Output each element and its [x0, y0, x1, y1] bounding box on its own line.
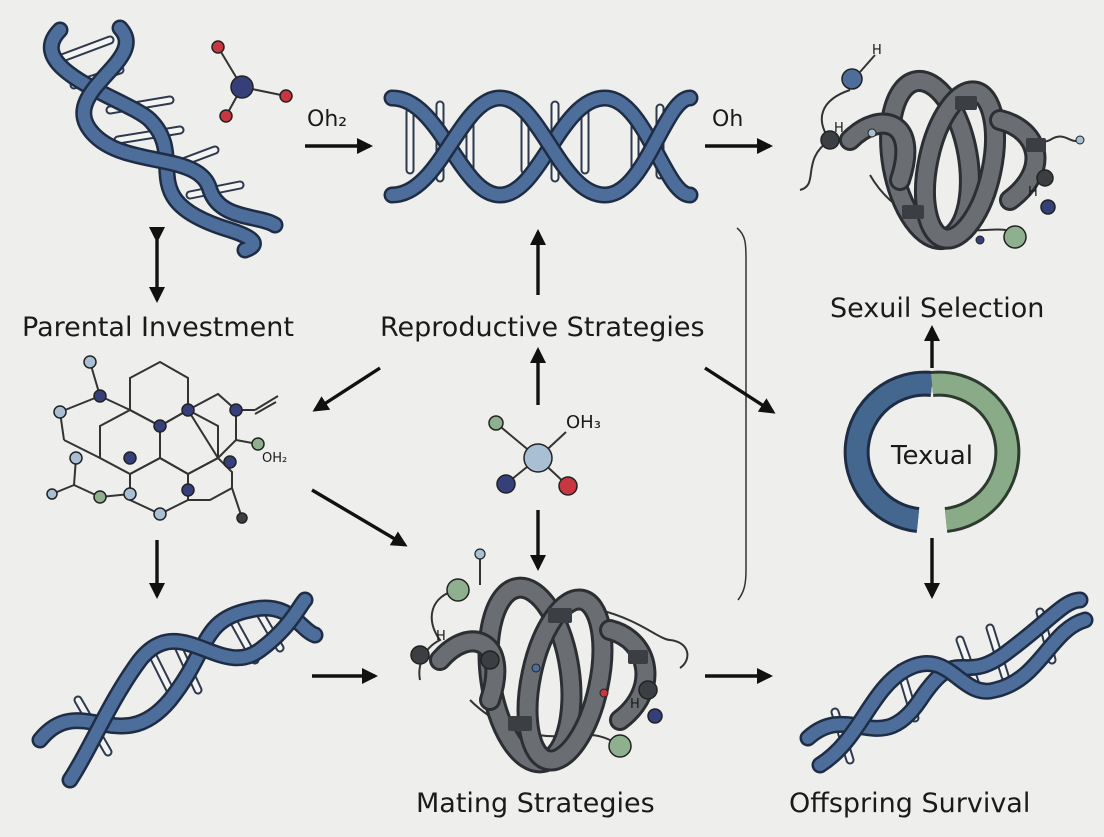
hex-molecule-left: OH₂ — [46, 355, 287, 524]
protein-bottom-atom-label: H — [436, 629, 446, 644]
label-offspring-survival: Offspring Survival — [789, 788, 1030, 819]
atom-red — [211, 40, 225, 54]
molecule-center: OH₃ — [488, 412, 601, 496]
texual-ring: Texual — [843, 370, 1021, 533]
protein-top-right: H H H — [799, 43, 1085, 251]
atom-red — [219, 109, 233, 123]
protein-atom-label: H — [872, 43, 882, 58]
arrow-to-ring — [704, 366, 776, 414]
arrow-label-left: Oh₂ — [307, 107, 347, 132]
arrow-to-mating — [311, 488, 408, 547]
molecule-top-left — [211, 40, 293, 123]
dna-helix-bottom-left — [31, 591, 324, 789]
label-sexual-selection: Sexuil Selection — [830, 293, 1044, 324]
hex-molecule-label: OH₂ — [262, 451, 287, 466]
dna-helix-bottom-right — [799, 591, 1094, 774]
bracket-divider — [736, 227, 747, 601]
arrow-label-right: Oh — [712, 107, 743, 132]
atom-navy — [230, 75, 254, 99]
arrow-to-hex-molecule — [312, 366, 381, 412]
protein-atom-label: H — [834, 121, 844, 136]
label-mating-strategies: Mating Strategies — [416, 788, 655, 819]
ring-center-label: Texual — [890, 441, 973, 471]
protein-bottom-center: H H — [410, 548, 689, 774]
protein-atom-label: H — [1028, 185, 1038, 200]
dna-helix-top-left — [42, 19, 284, 259]
atom-green — [1003, 225, 1027, 249]
label-reproductive-strategies: Reproductive Strategies — [380, 312, 705, 343]
atom-red — [279, 89, 293, 103]
atom-blue — [841, 68, 863, 90]
protein-bottom-atom-label: H — [630, 697, 640, 712]
center-molecule-label: OH₃ — [566, 412, 601, 433]
label-parental-investment: Parental Investment — [22, 312, 294, 343]
dna-helix-top-center — [383, 89, 699, 204]
